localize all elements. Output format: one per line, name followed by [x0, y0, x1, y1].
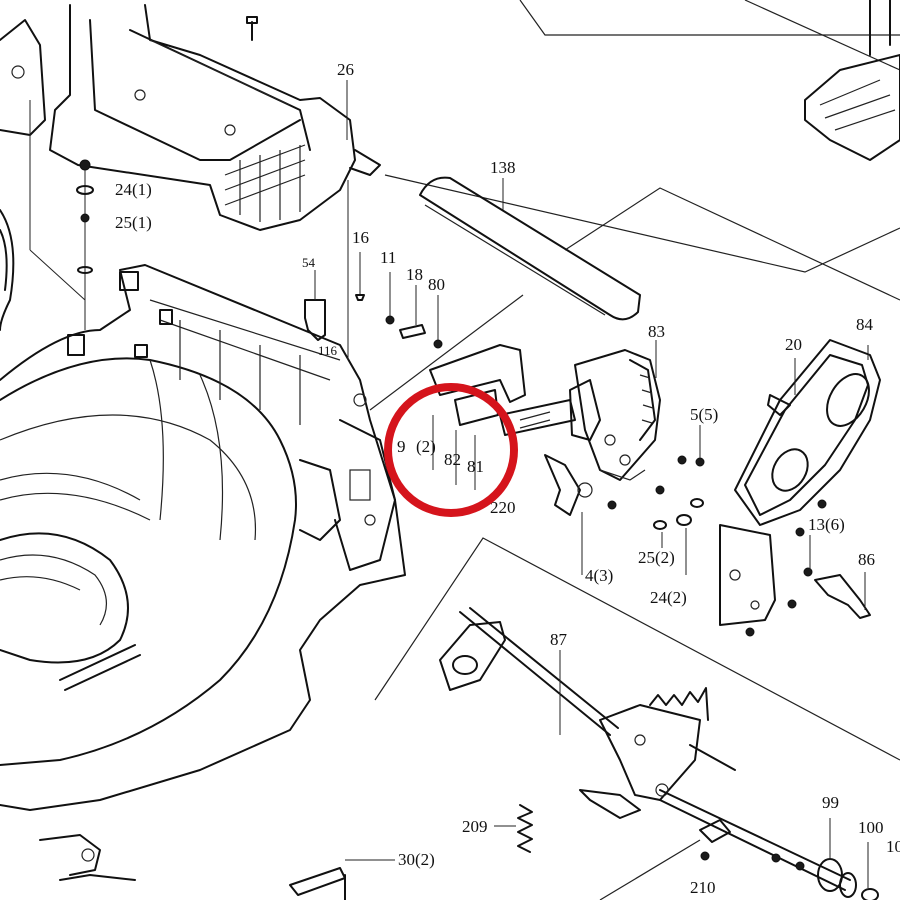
label-87: 87 [550, 630, 568, 649]
label-86: 86 [858, 550, 875, 569]
label-116: 116 [318, 343, 338, 358]
screw-top [246, 16, 258, 41]
label-11: 11 [380, 248, 396, 267]
link-86 [814, 572, 871, 619]
label-83: 83 [648, 322, 665, 341]
washer-column [29, 100, 94, 330]
handle-bracket-26 [0, 4, 381, 231]
label-13-6: 13(6) [808, 515, 845, 534]
label-54: 54 [302, 255, 316, 270]
label-210: 210 [690, 878, 716, 897]
label-100: 100 [858, 818, 884, 837]
bottom-left-parts [39, 834, 395, 900]
label-24-1: 24(1) [115, 180, 152, 199]
cutting-height-assembly-87 [439, 607, 736, 819]
screws-83 [581, 425, 705, 575]
label-20: 20 [785, 335, 802, 354]
spring-209 [494, 804, 533, 853]
label-82: 82 [444, 450, 461, 469]
boundary-lines [369, 0, 900, 900]
part-labels: 26 138 24(1) 25(1) 16 11 18 80 54 116 83… [115, 60, 900, 897]
label-138: 138 [490, 158, 516, 177]
label-24-2: 24(2) [650, 588, 687, 607]
shaft-99-100 [659, 789, 879, 900]
highlight-circle [384, 383, 518, 517]
label-9: 9 [397, 437, 406, 456]
deck-housing [0, 264, 406, 811]
label-80: 80 [428, 275, 445, 294]
leader-lines [346, 80, 657, 490]
label-18: 18 [406, 265, 423, 284]
label-25-1: 25(1) [115, 213, 152, 232]
tube-138 [419, 176, 641, 321]
label-2: (2) [416, 437, 436, 456]
label-10x: 10 [886, 837, 900, 856]
label-209: 209 [462, 817, 488, 836]
label-30-2: 30(2) [398, 850, 435, 869]
label-5-5: 5(5) [690, 405, 718, 424]
label-16: 16 [352, 228, 369, 247]
label-81: 81 [467, 457, 484, 476]
label-99: 99 [822, 793, 839, 812]
label-25-2: 25(2) [638, 548, 675, 567]
control-block-83 [544, 349, 661, 516]
label-220: 220 [490, 498, 516, 517]
label-4-3: 4(3) [585, 566, 613, 585]
lever-arm [429, 344, 576, 436]
side-plate-84 [719, 339, 881, 626]
screws-13-6 [745, 499, 827, 637]
small-fasteners [347, 180, 443, 360]
label-26: 26 [337, 60, 354, 79]
cable [0, 209, 15, 331]
foot-pedal [804, 0, 900, 161]
label-84: 84 [856, 315, 874, 334]
bracket-54 [304, 270, 326, 341]
